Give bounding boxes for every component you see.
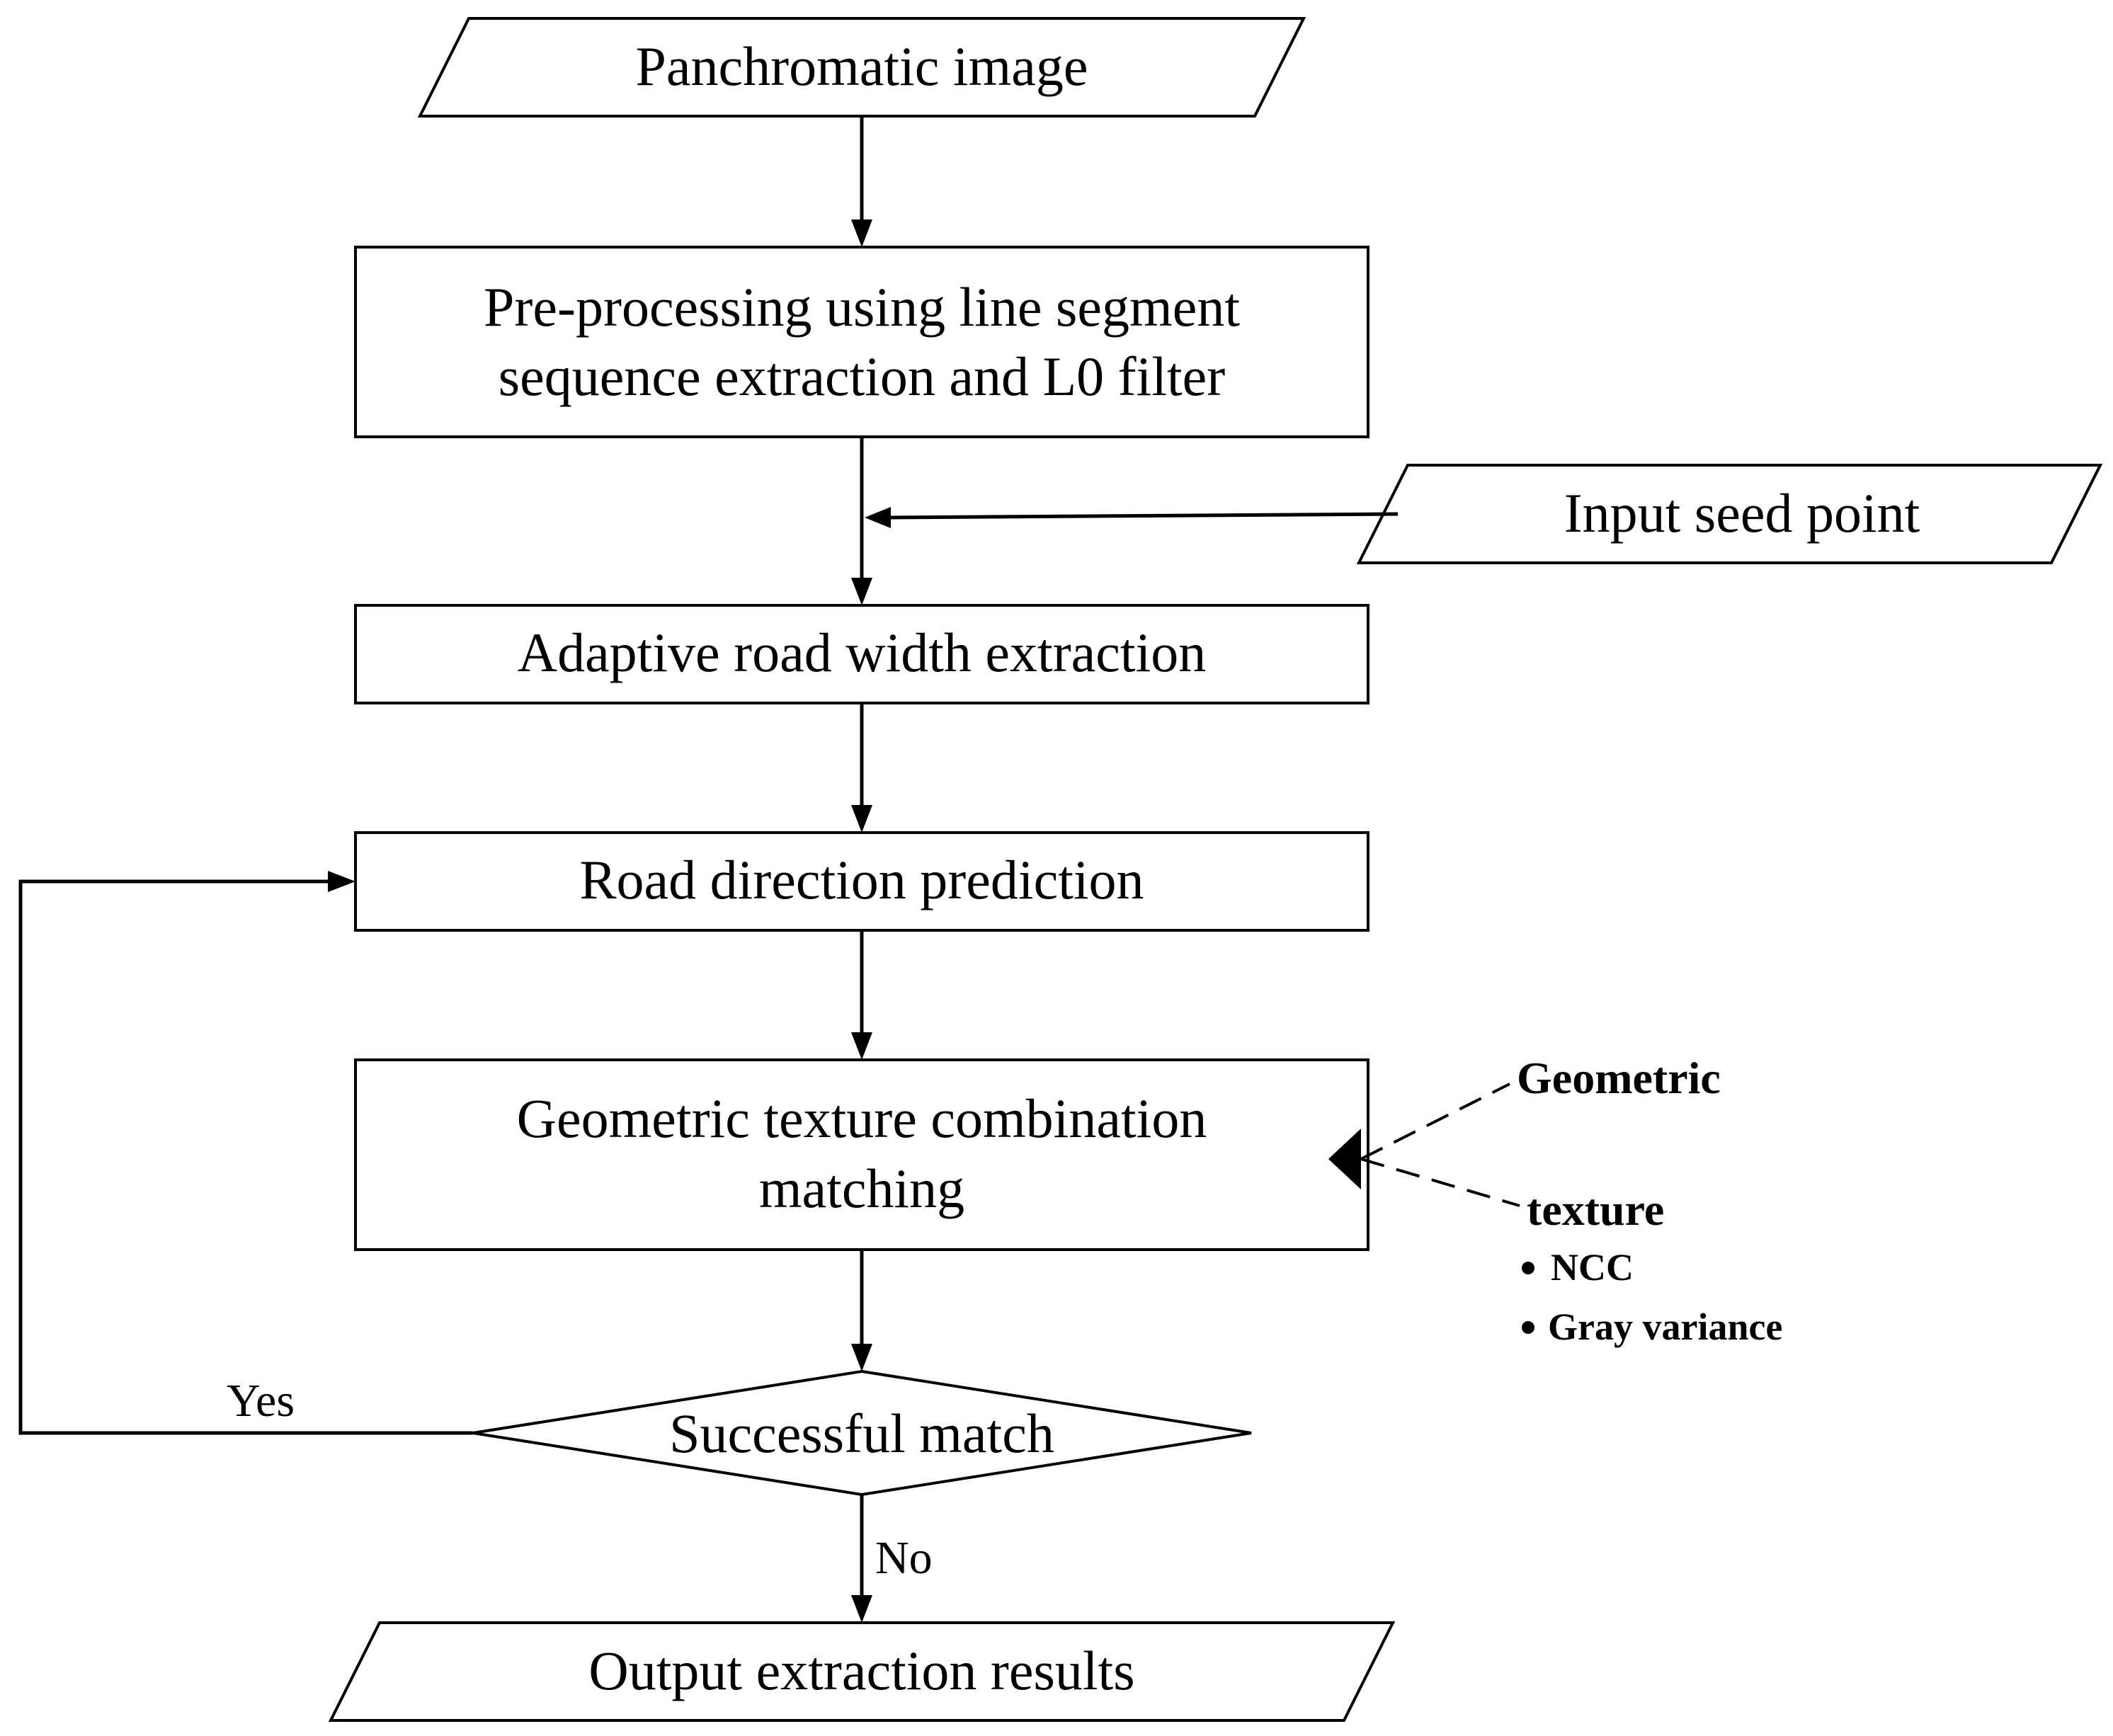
geometric-texture-matching-label-line1: Geometric texture combination: [517, 1087, 1207, 1149]
yes-label: Yes: [227, 1375, 295, 1427]
edge-panchromatic-to-preprocessing: [851, 116, 872, 247]
edge-decision-no-to-output: [851, 1495, 872, 1623]
adaptive-road-width-label: Adaptive road width extraction: [518, 622, 1207, 683]
preprocessing-label-line2: sequence extraction and L0 filter: [499, 346, 1226, 407]
input-seed-point-node: [1356, 464, 2103, 564]
panchromatic-image-node: [417, 17, 1306, 118]
feature-arrowhead: [1328, 1129, 1361, 1189]
geometric-texture-matching-label-line2: matching: [759, 1158, 964, 1219]
output-results-label: Output extraction results: [588, 1640, 1134, 1701]
dashed-line-texture: [1360, 1158, 1520, 1207]
edge-preprocessing-to-width: [851, 437, 872, 605]
road-direction-label: Road direction prediction: [579, 849, 1144, 910]
road-direction-node: [354, 831, 1369, 932]
geometric-feature-label: Geometric: [1517, 1053, 1721, 1103]
successful-match-label: Successful match: [669, 1403, 1054, 1464]
input-seed-point-label: Input seed point: [1564, 482, 1920, 544]
preprocessing-node: [354, 246, 1369, 438]
edge-width-to-direction: [851, 703, 872, 833]
no-label: No: [875, 1532, 933, 1584]
bullet-gray-variance: [1522, 1321, 1534, 1334]
edge-matching-to-decision: [851, 1250, 872, 1371]
output-results-node: [328, 1621, 1396, 1722]
preprocessing-label-line1: Pre-processing using line segment: [484, 276, 1240, 338]
ncc-item: NCC: [1551, 1246, 1634, 1289]
panchromatic-image-label: Panchromatic image: [636, 35, 1088, 97]
bullet-ncc: [1522, 1262, 1534, 1274]
edge-seed-to-main-flow: [865, 507, 1399, 528]
gray-variance-item: Gray variance: [1548, 1306, 1782, 1348]
texture-feature-label: texture: [1527, 1184, 1664, 1235]
edge-decision-yes-loop: [18, 871, 473, 1435]
edge-direction-to-matching: [851, 930, 872, 1060]
dashed-line-geometric: [1360, 1083, 1510, 1160]
